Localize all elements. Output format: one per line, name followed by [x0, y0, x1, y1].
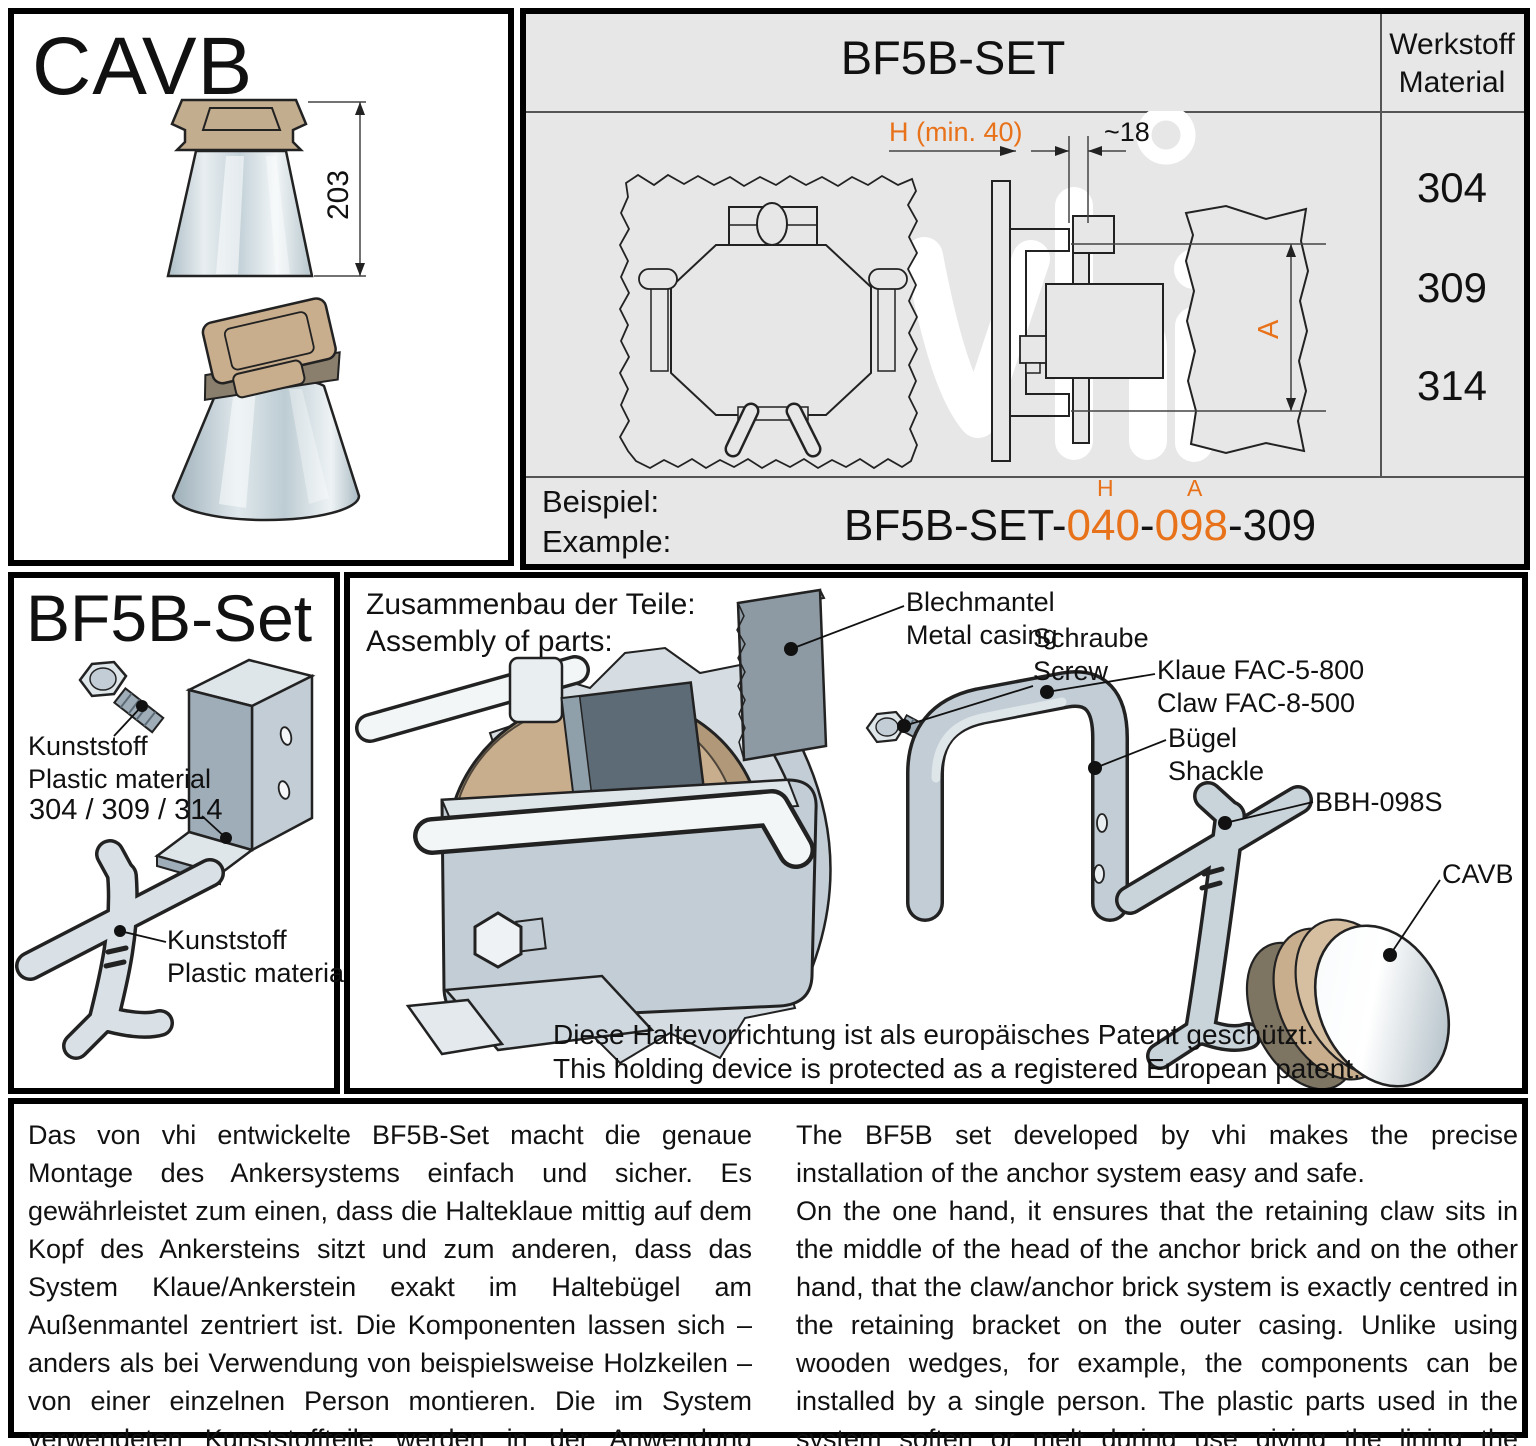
material-314: 314	[1416, 362, 1488, 409]
claw-label-en: Claw FAC-8-500	[1157, 688, 1356, 718]
code-a-value: 098	[1154, 501, 1228, 550]
code-h-mark: H	[1097, 475, 1114, 501]
material-header-en: Material	[1398, 66, 1506, 99]
header-divider	[526, 111, 1524, 113]
screw-material-label-de: Kunststoff	[28, 731, 148, 761]
example-part-number: H A BF5B-SET-040-098-309	[844, 475, 1317, 551]
patent-notice: Diese Haltevorrichtung ist als europäisc…	[553, 1018, 1361, 1086]
assembled-unit	[355, 646, 832, 1065]
dimension-lines	[889, 136, 1326, 412]
cavb-3d-view	[171, 297, 361, 522]
example-label-de: Beispiel:	[542, 484, 660, 519]
screw-label: Schraube Screw	[1033, 622, 1149, 688]
parts-leader-lines	[113, 700, 232, 943]
cavb-panel: CAVB	[8, 8, 514, 566]
screw-material-label-en: Plastic material	[28, 764, 212, 794]
bf5b-set-parts-panel: BF5B-Set	[8, 572, 350, 1094]
cross-material-label-en: Plastic material	[167, 958, 351, 988]
description-english-p2: On the one hand, it ensures that the ret…	[796, 1196, 1518, 1446]
bbh-part-drawing	[1115, 781, 1313, 1070]
cavb-panel-title: CAVB	[32, 21, 254, 112]
assembly-title: Zusammenbau der Teile: Assembly of parts…	[366, 586, 696, 660]
material-304: 304	[1416, 164, 1488, 211]
dim-width-label: ~18	[1104, 117, 1150, 147]
code-h-value: 040	[1066, 501, 1140, 550]
dim-a-label: A	[1253, 319, 1285, 339]
assembly-title-en: Assembly of parts:	[366, 625, 613, 658]
shackle-label-de: Bügel	[1168, 723, 1238, 753]
screw-label-de: Schraube	[1033, 623, 1149, 653]
cavb-label: CAVB	[1442, 859, 1514, 889]
bracket-materials-label: 304 / 309 / 314	[29, 794, 223, 826]
code-separator: -	[1139, 501, 1155, 550]
code-prefix: BF5B-SET-	[844, 501, 1067, 550]
plan-view-claw	[638, 202, 908, 458]
metal-casing-label: Blechmantel Metal casing	[906, 586, 1058, 652]
dim-h-label: H (min. 40)	[889, 117, 1023, 147]
assembly-title-de: Zusammenbau der Teile:	[366, 588, 696, 621]
dimension-203-value: 203	[322, 170, 355, 220]
description-panel: Das von vhi entwickelte BF5B-Set macht d…	[8, 1098, 1528, 1446]
cavb-part-drawing: 203	[166, 98, 366, 522]
cross-material-label: Kunststoff Plastic material	[167, 924, 350, 990]
metal-casing-drawing	[736, 588, 828, 762]
code-a-mark: A	[1187, 475, 1203, 501]
dimension-203	[308, 101, 366, 277]
claw-label: Klaue FAC-5-800 Claw FAC-8-500	[1157, 654, 1364, 720]
description-german: Das von vhi entwickelte BF5B-Set macht d…	[28, 1116, 752, 1446]
cavb-front-view	[166, 98, 314, 278]
screw-label-en: Screw	[1033, 656, 1109, 686]
assembly-panel: Zusammenbau der Teile: Assembly of parts…	[344, 572, 1528, 1094]
table-title: BF5B-SET	[840, 31, 1066, 84]
plastic-cross-drawing	[15, 839, 225, 1060]
parts-drawing	[15, 658, 316, 1060]
description-english: The BF5B set developed by vhi makes the …	[796, 1116, 1518, 1446]
bbh-label: BBH-098S	[1315, 787, 1443, 817]
cross-material-label-de: Kunststoff	[167, 925, 287, 955]
shackle-label-en: Shackle	[1168, 756, 1265, 786]
metal-casing-label-de: Blechmantel	[906, 587, 1055, 617]
material-309: 309	[1416, 264, 1488, 311]
patent-notice-de: Diese Haltevorrichtung ist als europäisc…	[553, 1019, 1315, 1050]
description-german-p1: Das von vhi entwickelte BF5B-Set macht d…	[28, 1120, 752, 1446]
material-column-divider	[1380, 14, 1382, 476]
example-label: Beispiel: Example:	[542, 482, 671, 562]
installation-technical-drawing: H (min. 40) ~18 A	[618, 111, 1326, 470]
description-english-p1: The BF5B set developed by vhi makes the …	[796, 1120, 1518, 1188]
material-header-de: Werkstoff	[1389, 28, 1515, 61]
shackle-drawing	[906, 670, 1129, 922]
claw-label-de: Klaue FAC-5-800	[1157, 655, 1365, 685]
assembly-drawing	[355, 588, 1451, 1088]
bf5b-set-table-panel: BF5B-SET Werkstoff Material 304 309 314	[520, 8, 1530, 570]
side-section-view	[991, 180, 1310, 462]
parts-panel-title: BF5B-Set	[26, 581, 313, 655]
assembly-leader-lines	[784, 605, 1441, 962]
material-column-header: Werkstoff Material	[1382, 26, 1522, 102]
metal-casing-label-en: Metal casing	[906, 620, 1058, 650]
shackle-label: Bügel Shackle	[1168, 722, 1264, 788]
screw-material-label: Kunststoff Plastic material	[28, 730, 211, 796]
screw-drawing	[78, 660, 165, 734]
code-suffix: -309	[1228, 501, 1317, 550]
example-label-en: Example:	[542, 524, 672, 559]
example-row-divider	[526, 476, 1524, 478]
patent-notice-en: This holding device is protected as a re…	[553, 1053, 1361, 1084]
